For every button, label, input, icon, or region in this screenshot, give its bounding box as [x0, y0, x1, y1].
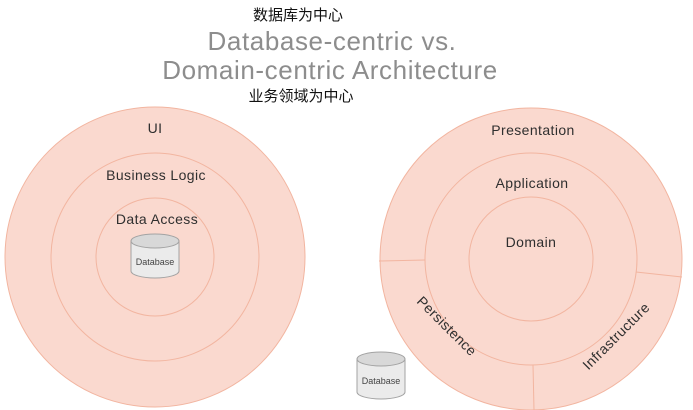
database-icon-right — [356, 351, 406, 400]
domain-centric-rings — [378, 107, 683, 410]
segment-divider-left — [378, 259, 426, 262]
right-inner-ring — [468, 196, 594, 322]
segment-divider-right — [635, 271, 683, 278]
caption-domain-centric: 业务领域为中心 — [248, 88, 354, 105]
ring-label-ui: UI — [147, 120, 163, 136]
ring-label-business-logic: Business Logic — [106, 167, 206, 183]
ring-label-domain: Domain — [505, 234, 557, 250]
database-label-left: Database — [135, 257, 175, 267]
ring-label-application: Application — [495, 175, 569, 191]
database-label-right: Database — [361, 376, 401, 386]
segment-divider-bottom — [532, 364, 535, 410]
ring-label-presentation: Presentation — [491, 122, 575, 138]
page-title-line2: Domain-centric Architecture — [162, 55, 498, 85]
ring-label-data-access: Data Access — [115, 211, 199, 227]
database-icon-left — [130, 233, 180, 279]
page-title-line1: Database-centric vs. — [207, 26, 457, 56]
caption-database-centric: 数据库为中心 — [252, 7, 344, 24]
